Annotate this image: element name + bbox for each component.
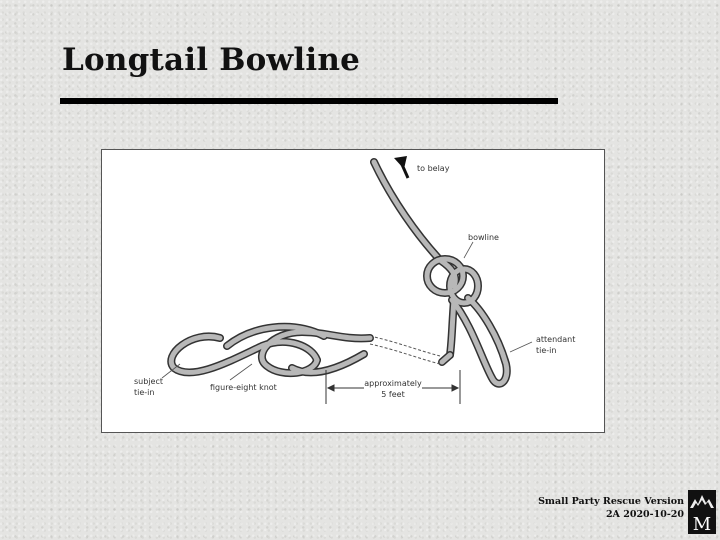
footer-version: Small Party Rescue Version 2A 2020-10-20 xyxy=(538,495,684,521)
title-underline xyxy=(60,98,558,104)
knot-diagram: to belay bowline attendant tie-in subjec… xyxy=(134,156,575,404)
logo-letter: M xyxy=(693,514,711,534)
distance-marker xyxy=(325,370,461,404)
dashed-tail xyxy=(369,335,441,365)
leader-lines xyxy=(161,241,533,381)
label-figure-eight: figure-eight knot xyxy=(210,383,277,392)
label-bowline: bowline xyxy=(468,233,499,242)
footer-line-1: Small Party Rescue Version xyxy=(538,496,684,507)
arrow-up-icon xyxy=(394,156,410,179)
mountain-icon xyxy=(688,490,716,534)
slide-title: Longtail Bowline xyxy=(62,42,361,78)
belay-rope xyxy=(370,158,444,264)
label-to-belay: to belay xyxy=(417,164,450,173)
label-attendant-line1: attendant xyxy=(536,335,575,344)
label-subject-line2: tie-in xyxy=(134,388,154,397)
figure-eight-knot xyxy=(167,322,374,378)
organization-logo: M xyxy=(688,490,716,534)
label-subject-line1: subject xyxy=(134,377,163,386)
label-distance-line2: 5 feet xyxy=(381,390,404,399)
attendant-tie-in-end xyxy=(438,351,454,366)
bowline-knot xyxy=(423,255,511,388)
knot-illustration: to belay bowline attendant tie-in subjec… xyxy=(101,149,605,433)
label-distance-line1: approximately xyxy=(364,379,422,388)
label-attendant-line2: tie-in xyxy=(536,346,556,355)
footer-line-2: 2A 2020-10-20 xyxy=(605,509,684,520)
